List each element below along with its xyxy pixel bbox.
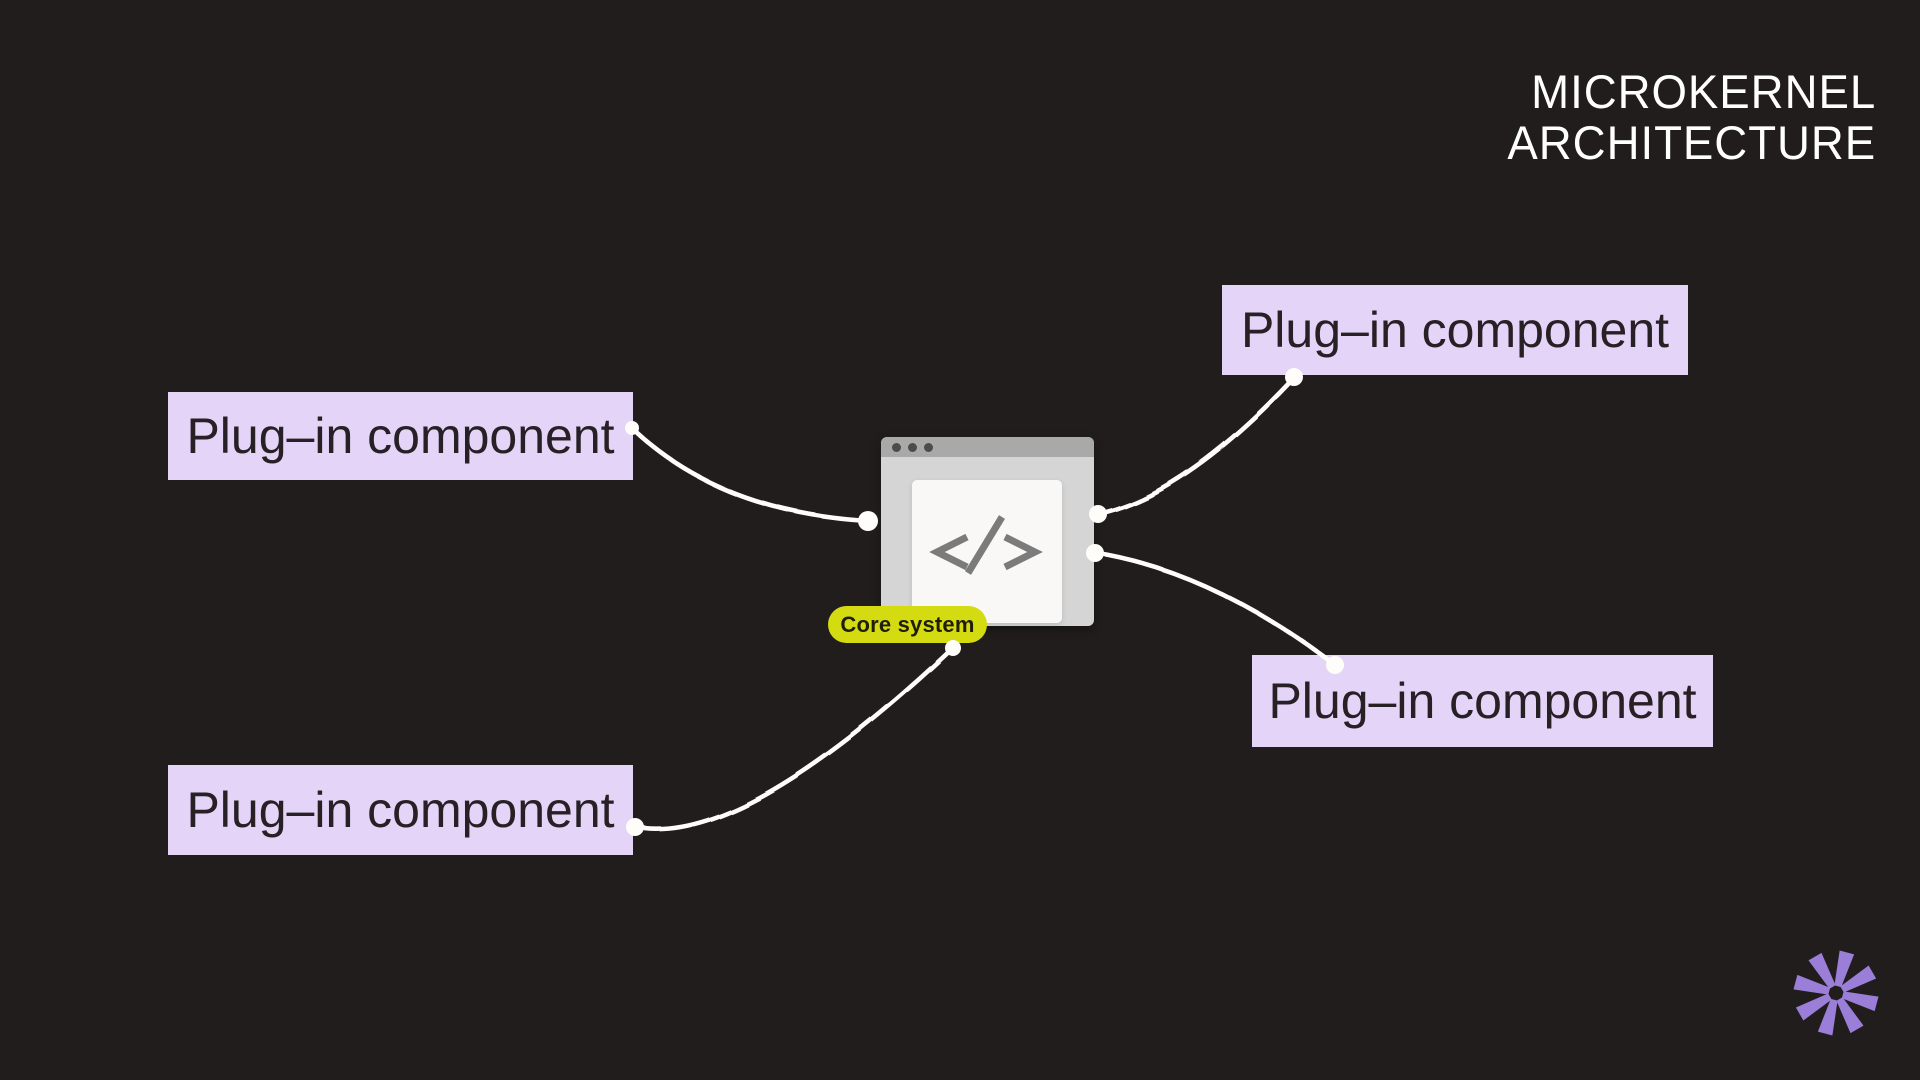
core-system-label: Core system	[828, 606, 987, 643]
plugin-component-label: Plug–in component	[1268, 673, 1697, 729]
plugin-component-label: Plug–in component	[186, 782, 615, 838]
window-dot-icon	[908, 442, 917, 452]
connector-line-top-left	[629, 425, 871, 524]
connector-line-top-right	[1095, 377, 1296, 517]
plugin-component-label: Plug–in component	[1240, 302, 1670, 358]
connector-line-bottom-left	[632, 645, 956, 832]
asterisk-icon	[1793, 950, 1879, 1036]
code-panel	[912, 480, 1062, 623]
page-title-line2: ARCHITECTURE	[1507, 116, 1876, 169]
core-system-window	[881, 437, 1094, 626]
window-dot-icon	[924, 442, 933, 452]
plugin-component-top-left: Plug–in component	[168, 392, 633, 480]
connector-line-bottom-right	[1092, 550, 1338, 668]
plugin-component-top-right: Plug–in component	[1222, 285, 1688, 375]
code-icon	[929, 515, 1043, 575]
page-title: MICROKERNEL ARCHITECTURE	[1507, 66, 1876, 168]
window-titlebar	[881, 437, 1094, 457]
connector-dot	[858, 511, 878, 531]
page-title-line1: MICROKERNEL	[1530, 65, 1876, 118]
plugin-component-bottom-left: Plug–in component	[168, 765, 633, 855]
plugin-component-bottom-right: Plug–in component	[1252, 655, 1713, 747]
window-dot-icon	[892, 442, 901, 452]
plugin-component-label: Plug–in component	[186, 408, 615, 464]
